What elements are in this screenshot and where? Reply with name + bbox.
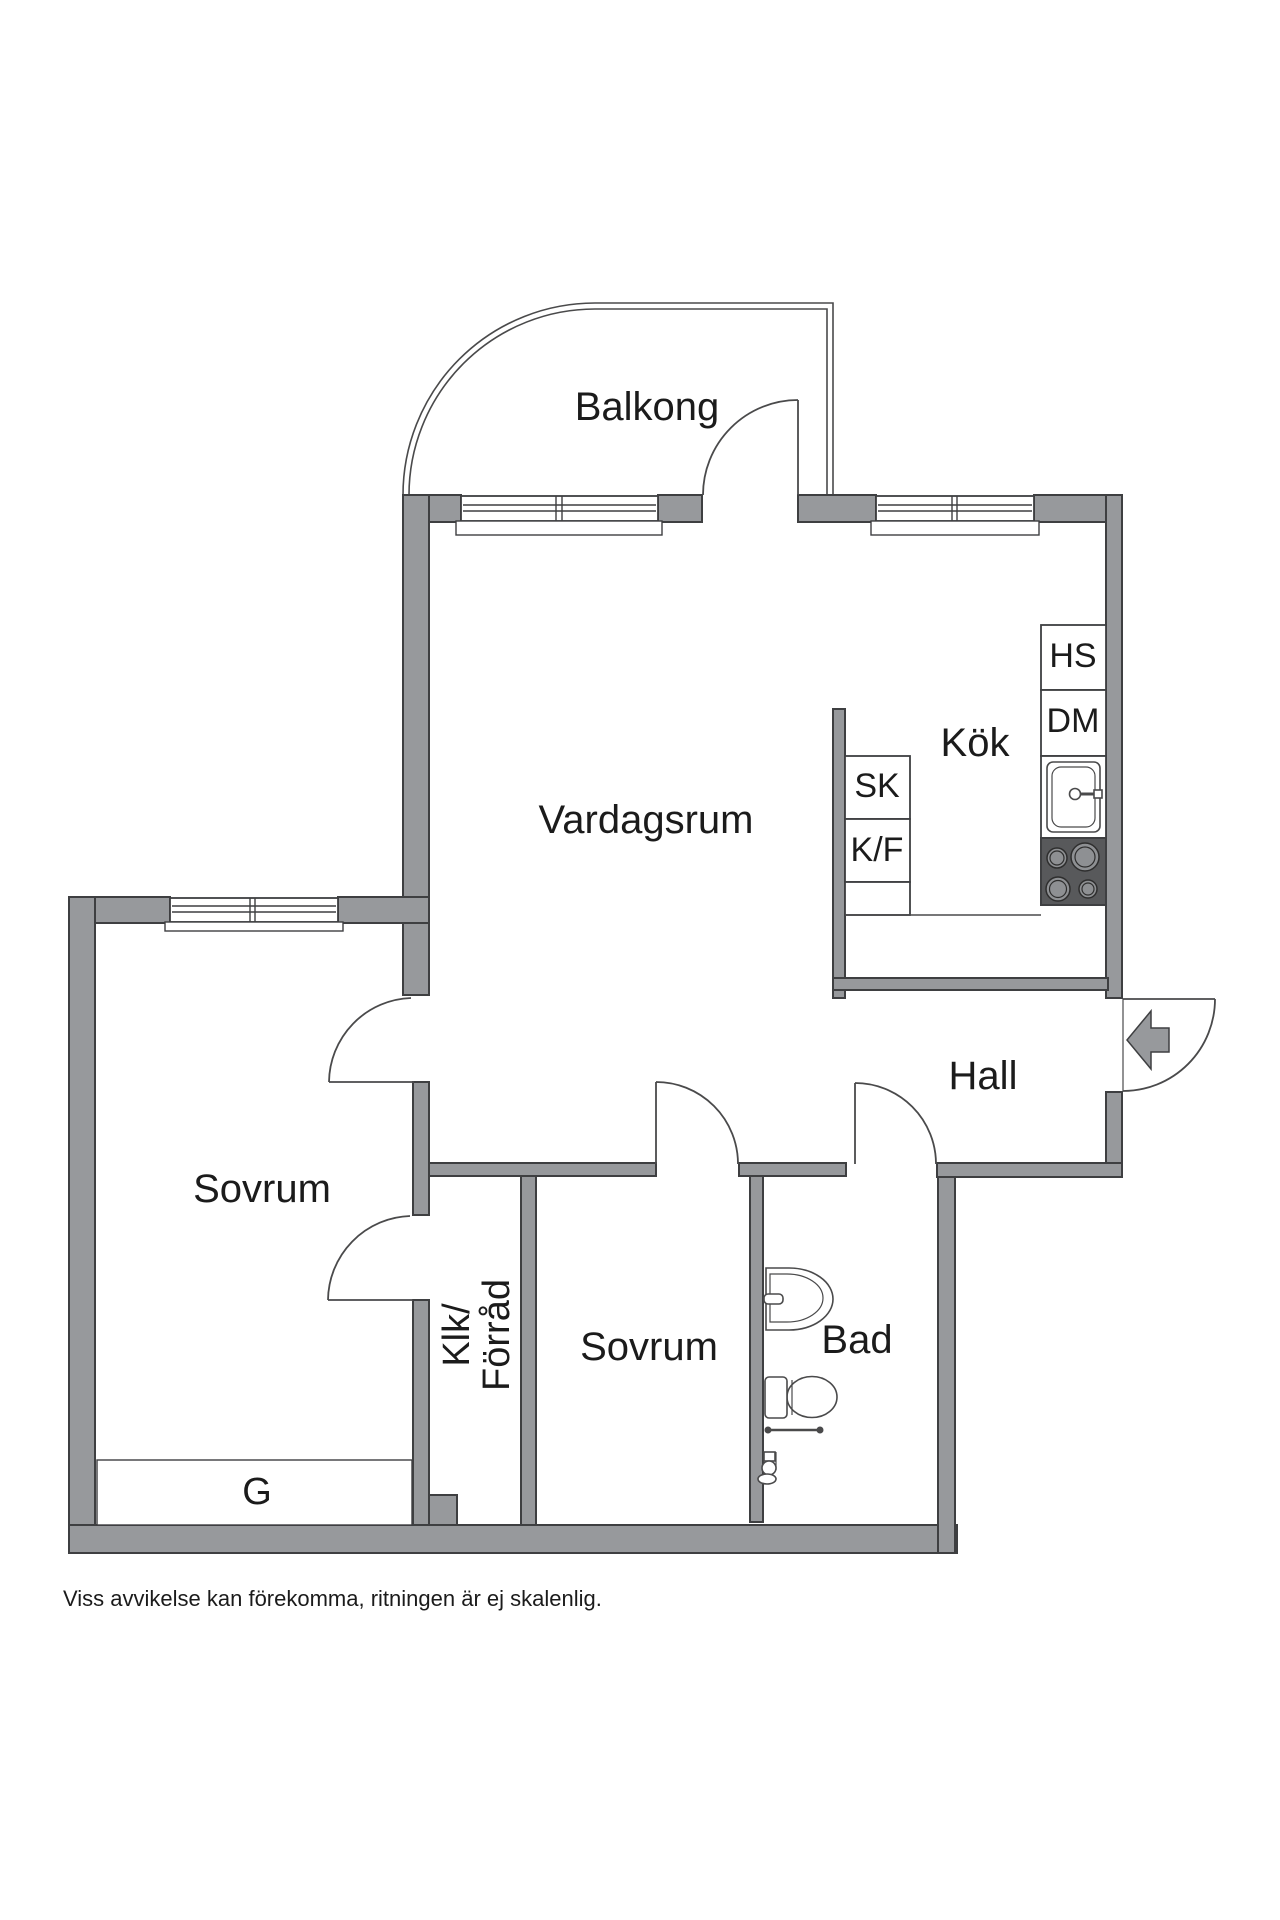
stove-icon bbox=[1040, 837, 1107, 906]
room-label-bedroom-left: Sovrum bbox=[193, 1167, 331, 1211]
wall-segment-bedroom-top bbox=[337, 896, 430, 924]
wall-segment-bath-right bbox=[937, 1176, 956, 1554]
shower-fitting-icon bbox=[757, 1451, 777, 1485]
wall-segment-bath-divider bbox=[749, 1175, 764, 1523]
bedroom-left-door bbox=[328, 997, 414, 1083]
wall-step-closet bbox=[428, 1494, 458, 1526]
bathroom-door bbox=[854, 1082, 937, 1165]
wall-segment-closet-divider bbox=[520, 1175, 537, 1526]
wall-segment-right-upper bbox=[1105, 494, 1123, 999]
bathroom-sink-icon bbox=[763, 1267, 834, 1331]
bathroom-fittings bbox=[757, 1267, 838, 1485]
towel-rail-icon bbox=[764, 1426, 824, 1434]
wall-segment-below-kitchen bbox=[832, 977, 1109, 991]
window-bedroom bbox=[164, 897, 344, 932]
wall-segment-kitchen-partition bbox=[832, 708, 846, 999]
room-label-bedroom-small: Sovrum bbox=[580, 1325, 718, 1369]
disclaimer-text: Viss avvikelse kan förekomma, ritningen … bbox=[63, 1586, 602, 1611]
unit-label-dm: DM bbox=[1046, 702, 1100, 741]
room-label-hall: Hall bbox=[948, 1054, 1018, 1098]
wall-segment-bottom-outer bbox=[68, 1524, 958, 1554]
toilet-icon bbox=[764, 1375, 838, 1419]
closet-door bbox=[327, 1215, 413, 1301]
unit-label-sk: SK bbox=[854, 767, 900, 806]
unit-label-hs: HS bbox=[1049, 637, 1097, 676]
wall-segment bbox=[412, 1299, 430, 1526]
room-label-balcony: Balkong bbox=[574, 385, 720, 429]
room-label-living-room: Vardagsrum bbox=[538, 798, 754, 842]
kitchen-sink-icon bbox=[1046, 761, 1103, 833]
kitchen-units bbox=[844, 624, 1107, 916]
kitchen-counter-box bbox=[844, 881, 911, 916]
window-livingroom bbox=[455, 495, 663, 536]
wardrobe-strip bbox=[96, 1459, 413, 1526]
wall-segment-hall-bottom bbox=[936, 1162, 1123, 1178]
room-label-kitchen: Kök bbox=[940, 721, 1010, 765]
wall-segment bbox=[797, 494, 877, 523]
bedroom-small-door bbox=[655, 1081, 739, 1165]
balcony-door bbox=[702, 399, 799, 496]
window-kitchen bbox=[870, 495, 1040, 536]
wall-segment bbox=[657, 494, 703, 523]
entrance-arrow-icon bbox=[1126, 1008, 1170, 1072]
kitchen-unit-dm-box bbox=[1040, 689, 1107, 757]
walls bbox=[68, 494, 1123, 1554]
balcony-outline bbox=[402, 302, 834, 496]
wall-segment bbox=[412, 1081, 430, 1216]
kitchen-unit-hs-box bbox=[1040, 624, 1107, 691]
wardrobe-label: G bbox=[242, 1471, 272, 1514]
entrance-door bbox=[1122, 998, 1216, 1092]
wall-segment-left-outer bbox=[68, 896, 96, 1554]
kitchen-unit-sk-box bbox=[844, 755, 911, 820]
wall-segment-hall-bottom bbox=[428, 1162, 657, 1177]
room-label-closet: Klk/ Förråd bbox=[436, 1279, 518, 1391]
room-label-bathroom: Bad bbox=[821, 1318, 893, 1362]
unit-label-kf: K/F bbox=[850, 831, 904, 870]
wall-segment-hall-bottom bbox=[738, 1162, 847, 1177]
